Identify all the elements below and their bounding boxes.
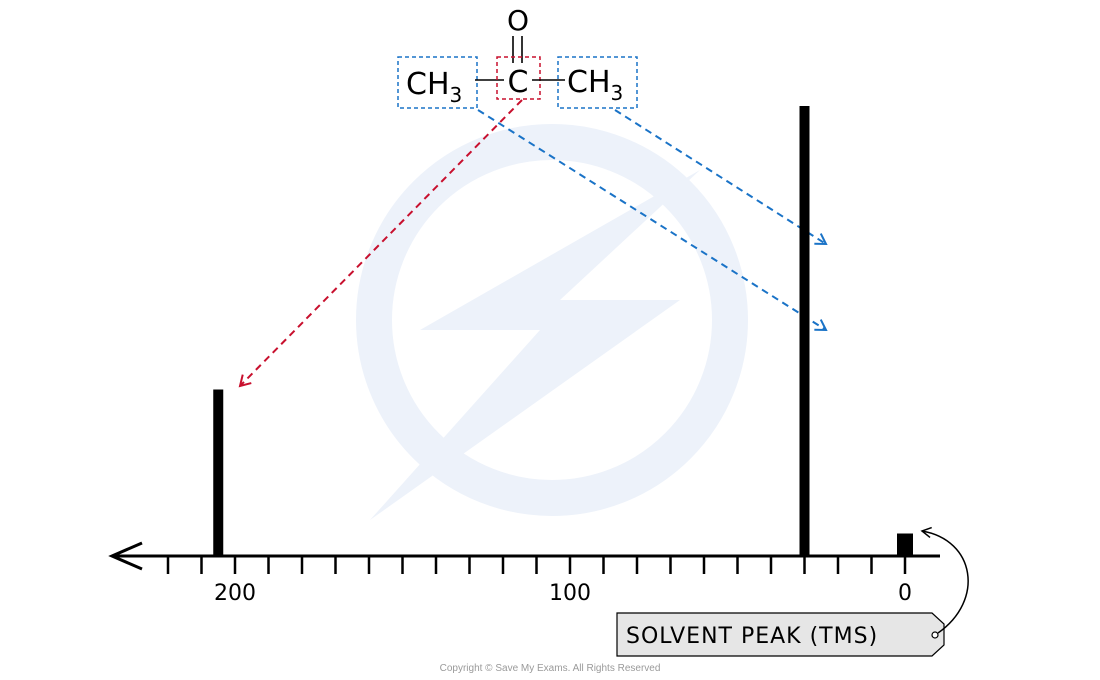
solvent-peak-label: SOLVENT PEAK (TMS) — [626, 624, 878, 649]
left-methyl-box — [397, 56, 478, 109]
peak-bar-0 — [213, 389, 224, 556]
watermark-logo-icon — [356, 124, 748, 520]
right-methyl-arrow — [614, 109, 828, 246]
x-axis: 200 100 0 — [108, 541, 940, 606]
carbonyl-carbon-label: C — [508, 65, 529, 100]
oxygen-atom: O — [507, 4, 529, 37]
peak-bar-2 — [897, 533, 913, 556]
tick-label-200: 200 — [214, 581, 256, 606]
carbonyl-carbon-box — [496, 56, 541, 100]
tag-pointer-arrow — [920, 526, 969, 634]
acetone-structure: O CH3 C CH3 — [397, 4, 638, 109]
peak-bar-1 — [799, 106, 810, 556]
tick-label-0: 0 — [898, 581, 912, 606]
tag-shape — [616, 612, 945, 657]
right-methyl-box — [557, 56, 638, 109]
tag-hole — [931, 631, 939, 639]
tick-label-100: 100 — [549, 581, 591, 606]
right-methyl-label: CH3 — [567, 65, 623, 105]
x-axis-arrowhead-icon — [108, 541, 143, 571]
solvent-peak-tag: SOLVENT PEAK (TMS) — [616, 526, 969, 657]
left-methyl-label: CH3 — [406, 67, 462, 107]
peaks — [213, 106, 913, 556]
copyright-text: Copyright © Save My Exams. All Rights Re… — [439, 663, 661, 674]
left-methyl-arrow — [477, 109, 828, 332]
carbonyl-arrow — [238, 99, 523, 388]
